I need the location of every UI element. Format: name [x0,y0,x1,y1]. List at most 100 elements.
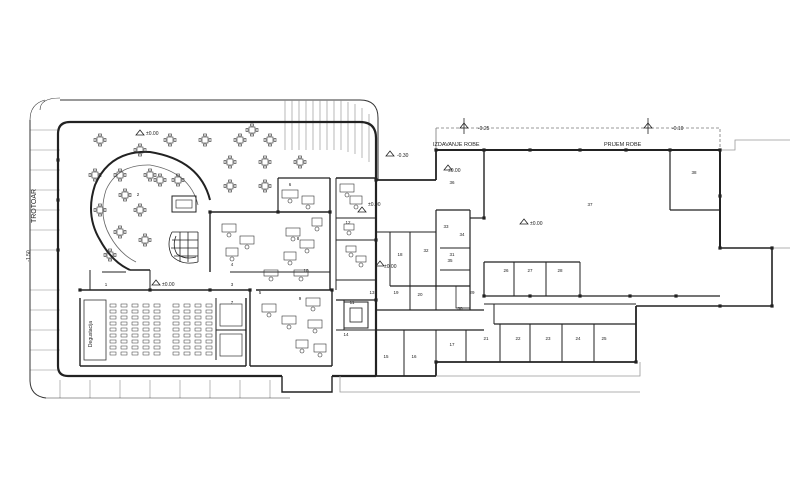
column [148,288,152,292]
room-number: 34 [459,232,465,237]
seat [153,315,161,320]
seat [194,321,202,326]
room-number: 35 [447,258,453,263]
desk [263,269,279,282]
seat [172,321,180,326]
desk [281,315,297,330]
right-building-walls [339,127,790,393]
room-number: 28 [557,268,563,273]
room-number: 26 [503,268,509,273]
level-markers [135,118,653,286]
seat [172,345,180,350]
room-number: 7 [231,300,234,305]
column [578,294,582,298]
seat [120,345,128,350]
room-number: 21 [483,336,489,341]
column [578,148,582,152]
table-set [153,173,167,187]
column [718,194,722,198]
room-number: 22 [515,336,521,341]
desk [285,227,301,242]
seat [205,339,213,344]
seat [194,345,202,350]
column [374,178,378,182]
seat [153,333,161,338]
seat [109,303,117,308]
desk [221,223,237,238]
column [482,294,486,298]
seat [120,321,128,326]
seat [142,339,150,344]
column [374,298,378,302]
seat [194,339,202,344]
seat [142,303,150,308]
room-number: 10 [303,268,309,273]
toilet-block [219,333,243,357]
prijem-robe-label: PRIJEM ROBE [604,142,642,148]
column [628,294,632,298]
structural-columns [56,148,774,364]
room-number: 16 [411,354,417,359]
seat [120,333,128,338]
seat [183,309,191,314]
seat [172,309,180,314]
furniture-layer [88,123,367,358]
table-set [138,233,152,247]
seat [153,303,161,308]
column [374,238,378,242]
room-number: 18 [397,252,403,257]
column [434,360,438,364]
seat [142,345,150,350]
column [208,288,212,292]
seat [205,351,213,356]
column [718,246,722,250]
room-number: 19 [393,290,399,295]
column [634,360,638,364]
seat [153,327,161,332]
column [328,210,332,214]
seat [109,339,117,344]
desk [283,251,297,266]
desk [305,297,321,312]
room-number: 30 [457,306,463,311]
level-label-minus-150: -1.50 [26,250,32,262]
room-number: 37 [587,202,593,207]
seat [194,327,202,332]
seat [194,303,202,308]
table-set [133,203,147,217]
room-number: 14 [343,332,349,337]
seat [194,315,202,320]
seat [109,345,117,350]
seat [120,303,128,308]
seat [172,339,180,344]
seat [109,327,117,332]
desk [281,189,299,204]
desk [345,245,357,258]
room-number: 12 [345,220,351,225]
room-number: 27 [527,268,533,273]
desk [225,247,239,262]
level-label-minus-030: -0.30 [397,153,409,159]
degustacija-seating [83,299,243,361]
room-number: 24 [575,336,581,341]
izdavanje-robe-label: IZDAVANJE ROBE [433,142,480,148]
seat [142,327,150,332]
seat [172,333,180,338]
column [674,294,678,298]
column [482,216,486,220]
seat [120,339,128,344]
desk [339,183,355,198]
column [56,158,60,162]
table-set [223,155,237,169]
table-set [171,173,185,187]
table-set [258,179,272,193]
column [56,198,60,202]
seat [120,327,128,332]
sidewalk-hatching [29,97,379,399]
seat [131,339,139,344]
level-label-warehouse: ±0.00 [530,221,543,227]
room-number: 25 [601,336,607,341]
seat [120,315,128,320]
room-number: 38 [691,170,697,175]
